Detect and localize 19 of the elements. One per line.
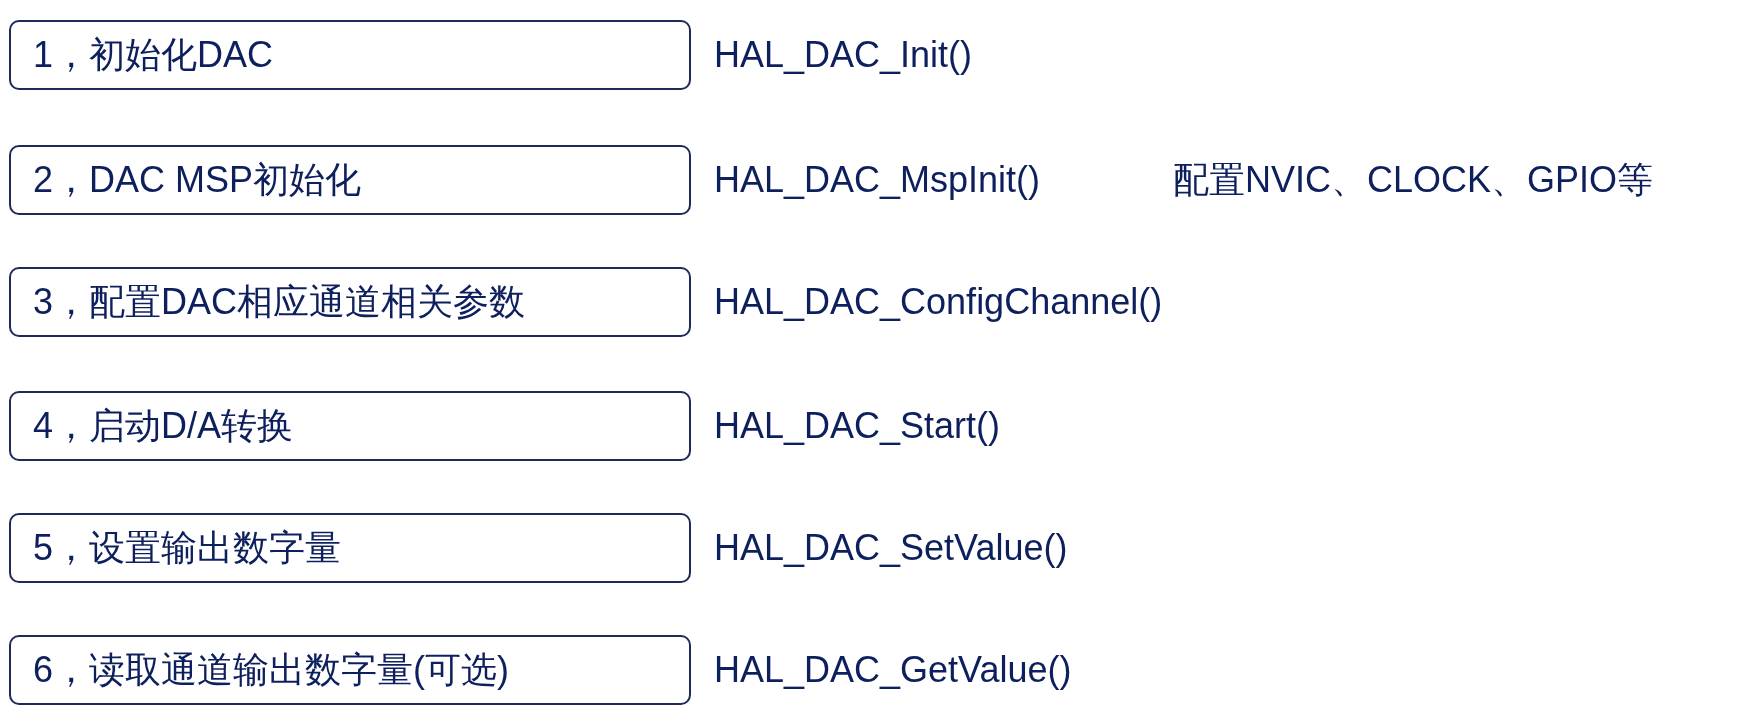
note-text: 配置NVIC、CLOCK、GPIO等 <box>1173 157 1654 202</box>
function-name: HAL_DAC_Init() <box>714 34 973 76</box>
step-box <box>9 145 691 215</box>
function-name: HAL_DAC_Start() <box>714 405 1001 447</box>
step-label: 1，初始化DAC <box>33 32 274 77</box>
step-box <box>9 513 691 583</box>
step-box <box>9 267 691 337</box>
function-name: HAL_DAC_GetValue() <box>714 649 1072 691</box>
step-label: 5，设置输出数字量 <box>33 525 342 570</box>
step-label: 6，读取通道输出数字量(可选) <box>33 647 509 692</box>
step-label: 2，DAC MSP初始化 <box>33 157 362 202</box>
step-box <box>9 635 691 705</box>
step-box <box>9 391 691 461</box>
function-name: HAL_DAC_SetValue() <box>714 527 1068 569</box>
step-label: 3，配置DAC相应通道相关参数 <box>33 279 526 324</box>
function-name: HAL_DAC_ConfigChannel() <box>714 281 1163 323</box>
step-box <box>9 20 691 90</box>
function-name: HAL_DAC_MspInit() <box>714 159 1041 201</box>
step-label: 4，启动D/A转换 <box>33 403 294 448</box>
